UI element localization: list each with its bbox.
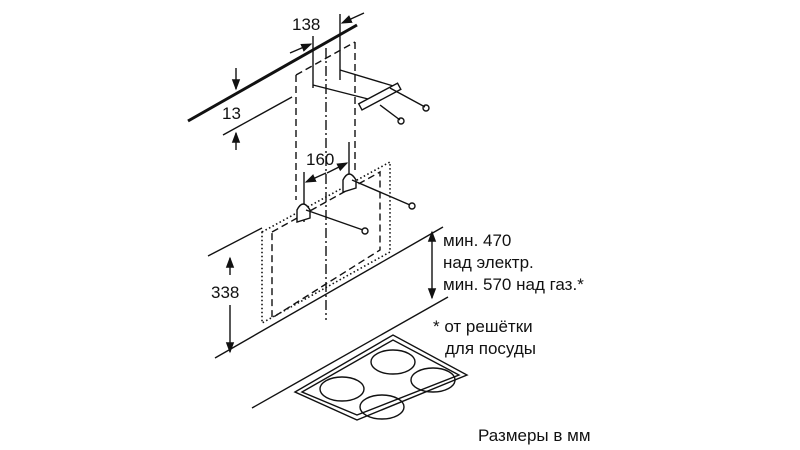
dimension-13-reference-line xyxy=(222,96,293,136)
burner-front-left xyxy=(319,376,365,402)
dimension-13-label: 13 xyxy=(222,104,241,123)
upper-screw-2 xyxy=(339,69,401,89)
screw-head-2 xyxy=(397,117,405,125)
hook-screw-right xyxy=(351,179,411,206)
cooktop-inner xyxy=(300,339,461,416)
cooktop-reference-line xyxy=(251,296,449,409)
burner-back-right xyxy=(410,367,456,393)
hood-bottom-reference-line xyxy=(214,226,444,359)
units-caption: Размеры в мм xyxy=(478,426,591,445)
wall-bracket xyxy=(357,82,402,111)
dimension-160-arrow-right xyxy=(326,162,349,174)
burner-back-left xyxy=(370,349,416,375)
dimension-138-arrow-right xyxy=(340,12,365,24)
mounting-hook-left xyxy=(296,203,311,223)
clearance-note-line3: мин. 570 над газ.* xyxy=(443,275,584,294)
dimension-160-label: 160 xyxy=(306,150,335,169)
hook-screw-head-right xyxy=(408,202,416,210)
hook-screw-left xyxy=(305,209,364,231)
chimney-top-edge xyxy=(295,41,356,76)
upper-screw-1 xyxy=(312,84,373,101)
dimension-338-top-line xyxy=(207,227,263,257)
burner-front-right xyxy=(359,394,405,420)
screw-1 xyxy=(389,87,426,108)
clearance-note-line2: над электр. xyxy=(443,253,534,272)
cooktop-outer xyxy=(293,334,469,421)
footnote-line1: * от решётки xyxy=(433,317,533,336)
dimension-138-label: 138 xyxy=(292,15,321,34)
hook-screw-head-left xyxy=(361,227,369,235)
screw-2 xyxy=(379,104,401,121)
ceiling-line xyxy=(187,23,358,123)
dimension-338-label: 338 xyxy=(211,283,240,302)
screw-head-1 xyxy=(422,104,430,112)
mounting-hook-right xyxy=(342,173,357,193)
dimension-138-arrow-left xyxy=(289,43,313,54)
clearance-note-line1: мин. 470 xyxy=(443,231,512,250)
footnote-line2: для посуды xyxy=(445,339,537,358)
dimension-160-arrow-left xyxy=(304,172,327,183)
